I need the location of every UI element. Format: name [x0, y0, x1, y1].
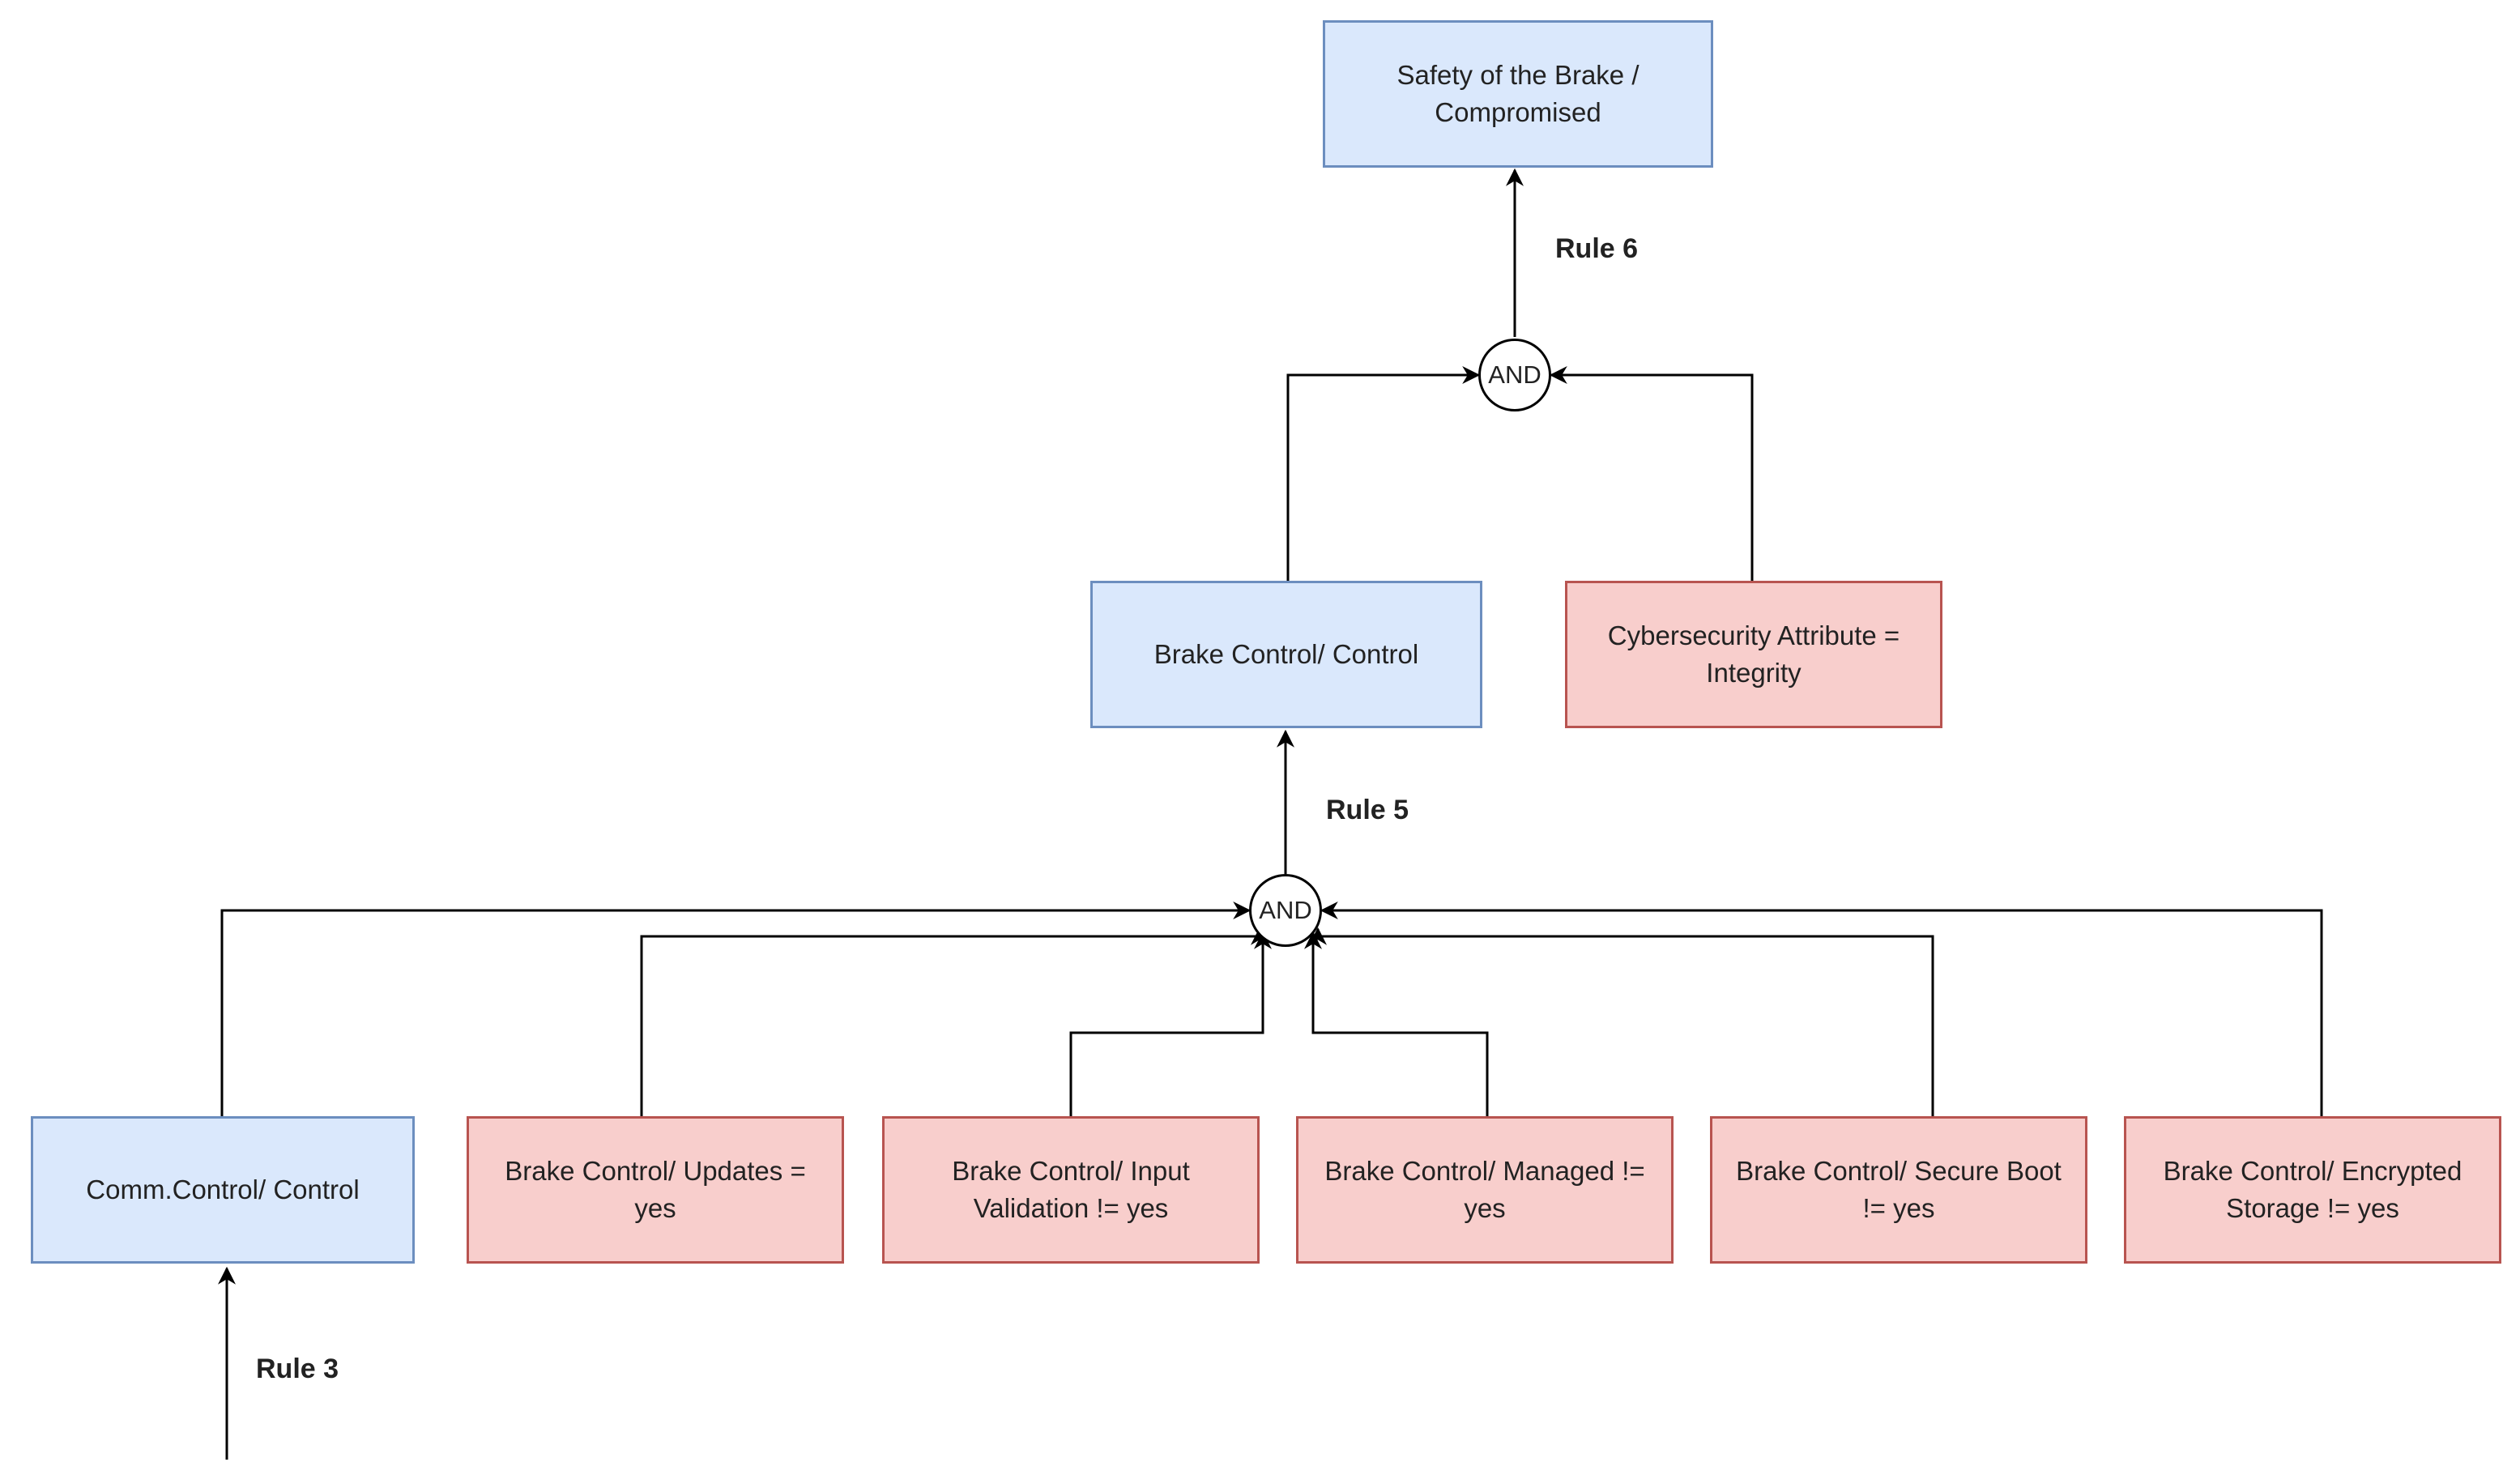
node-brake-control[interactable]: Brake Control/ Control: [1090, 581, 1482, 728]
edge-comm-control-to-gate: [220, 902, 1251, 1116]
edge-updates-to-gate: [640, 927, 1269, 1116]
node-encrypted-storage[interactable]: Brake Control/ Encrypted Storage != yes: [2124, 1116, 2501, 1264]
rule-6-label: Rule 6: [1555, 233, 1639, 264]
node-managed-label: Brake Control/ Managed != yes: [1324, 1156, 1645, 1223]
rule-3-label: Rule 3: [256, 1354, 339, 1384]
edge-encrypted-storage-to-gate: [1320, 902, 2323, 1116]
edge-brake-control-to-gate: [1286, 366, 1481, 581]
and-gate-top[interactable]: AND: [1478, 339, 1551, 411]
and-gate-bottom[interactable]: AND: [1249, 874, 1322, 947]
node-updates[interactable]: Brake Control/ Updates = yes: [467, 1116, 844, 1264]
node-brake-control-label: Brake Control/ Control: [1153, 639, 1419, 669]
and-gate-top-label: AND: [1488, 360, 1541, 389]
edge-secure-boot-to-gate: [1309, 927, 1934, 1116]
node-updates-label: Brake Control/ Updates = yes: [505, 1156, 806, 1223]
edge-input-validation-to-gate: [1069, 931, 1272, 1116]
node-cybersecurity-integrity[interactable]: Cybersecurity Attribute = Integrity: [1565, 581, 1942, 728]
node-safety-compromised[interactable]: Safety of the Brake / Compromised: [1323, 20, 1713, 168]
node-managed[interactable]: Brake Control/ Managed != yes: [1296, 1116, 1674, 1264]
node-input-validation[interactable]: Brake Control/ Input Validation != yes: [882, 1116, 1260, 1264]
node-comm-control[interactable]: Comm.Control/ Control: [31, 1116, 415, 1264]
and-gate-bottom-label: AND: [1259, 896, 1312, 924]
node-comm-control-label: Comm.Control/ Control: [86, 1174, 360, 1204]
node-secure-boot[interactable]: Brake Control/ Secure Boot != yes: [1710, 1116, 2087, 1264]
node-secure-boot-label: Brake Control/ Secure Boot != yes: [1736, 1156, 2062, 1223]
rule-5-label: Rule 5: [1326, 795, 1409, 825]
node-encrypted-storage-label: Brake Control/ Encrypted Storage != yes: [2163, 1156, 2462, 1223]
node-input-validation-label: Brake Control/ Input Validation != yes: [952, 1156, 1190, 1223]
node-safety-label: Safety of the Brake / Compromised: [1396, 60, 1639, 127]
node-cybersecurity-label: Cybersecurity Attribute = Integrity: [1607, 620, 1900, 688]
edge-managed-to-gate: [1304, 931, 1489, 1116]
edge-cybersecurity-to-gate: [1549, 366, 1754, 581]
